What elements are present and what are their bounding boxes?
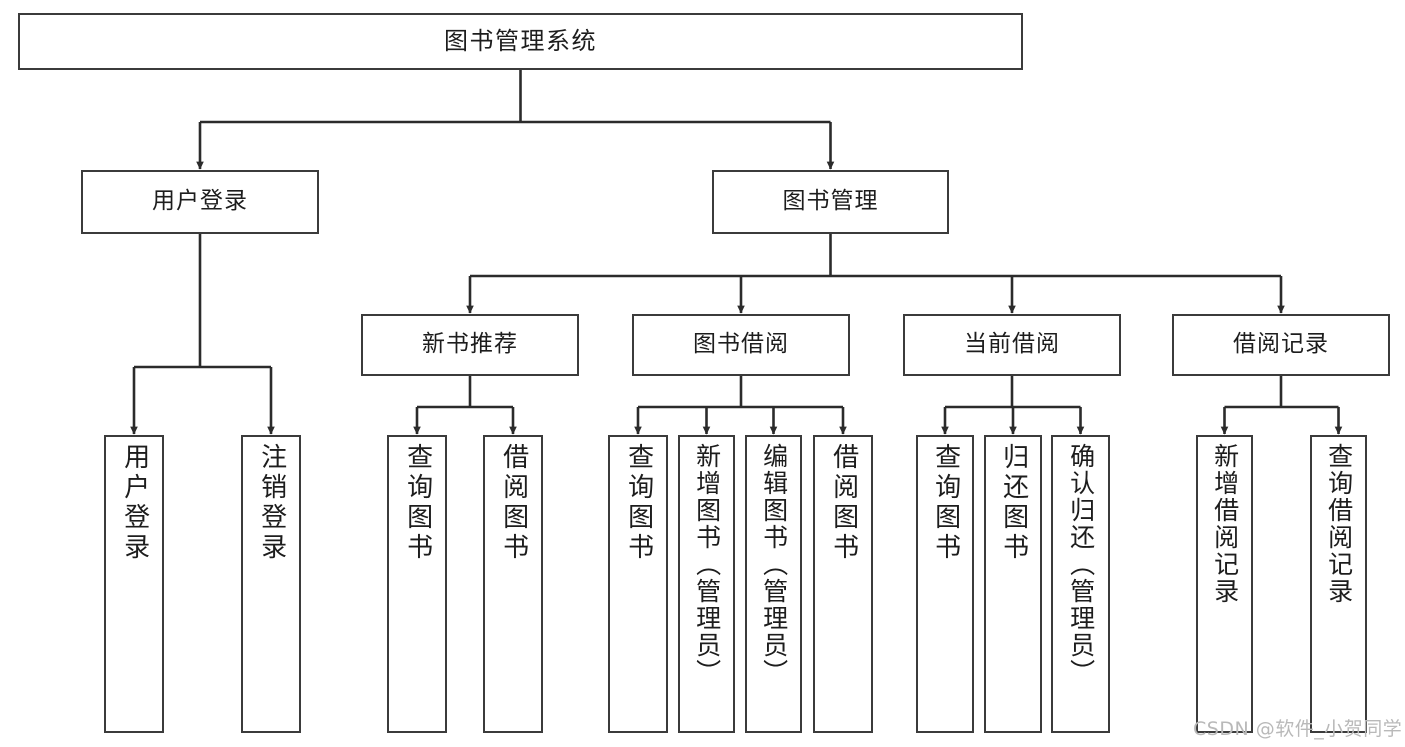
leaf-query-book[interactable]: 查询图书 [608,435,668,733]
node-borrow-record[interactable]: 借阅记录 [1172,314,1390,376]
node-label: 编辑图书（管理员） [759,443,789,686]
node-label: 归还图书 [998,443,1029,563]
node-label: 用户登录 [152,188,248,215]
node-label: 新增借阅记录 [1210,443,1240,605]
leaf-logout[interactable]: 注销登录 [241,435,301,733]
node-label: 查询图书 [623,443,654,563]
node-label: 借阅图书 [498,443,529,563]
node-label: 借阅记录 [1233,331,1329,358]
watermark: CSDN @软件_小贺同学 [1193,718,1403,740]
node-book-borrow[interactable]: 图书借阅 [632,314,850,376]
node-new-book-recommend[interactable]: 新书推荐 [361,314,579,376]
leaf-borrow-book[interactable]: 借阅图书 [813,435,873,733]
leaf-add-book-admin[interactable]: 新增图书（管理员） [678,435,735,733]
leaf-user-login[interactable]: 用户登录 [104,435,164,733]
node-label: 新增图书（管理员） [692,443,722,686]
node-label: 用户登录 [119,443,150,563]
leaf-borrow-book-new[interactable]: 借阅图书 [483,435,543,733]
node-label: 借阅图书 [828,443,859,563]
node-label: 图书管理 [782,188,879,215]
node-label: 查询借阅记录 [1324,443,1354,605]
leaf-query-borrow-record[interactable]: 查询借阅记录 [1310,435,1367,733]
node-label: 新书推荐 [422,331,518,358]
node-label: 图书借阅 [693,331,789,358]
node-label: 当前借阅 [964,331,1060,358]
node-current-borrow[interactable]: 当前借阅 [903,314,1121,376]
node-label: 图书管理系统 [444,27,597,56]
node-book-management[interactable]: 图书管理 [712,170,949,234]
leaf-query-book-current[interactable]: 查询图书 [916,435,974,733]
node-label: 查询图书 [402,443,433,563]
leaf-query-book-new[interactable]: 查询图书 [387,435,447,733]
leaf-confirm-return-admin[interactable]: 确认归还（管理员） [1051,435,1110,733]
leaf-edit-book-admin[interactable]: 编辑图书（管理员） [745,435,802,733]
node-label: 注销登录 [256,443,287,563]
node-user-login[interactable]: 用户登录 [81,170,319,234]
node-label: 查询图书 [930,443,961,563]
node-label: 确认归还（管理员） [1066,443,1096,686]
leaf-return-book[interactable]: 归还图书 [984,435,1042,733]
node-root[interactable]: 图书管理系统 [18,13,1023,70]
leaf-add-borrow-record[interactable]: 新增借阅记录 [1196,435,1253,733]
